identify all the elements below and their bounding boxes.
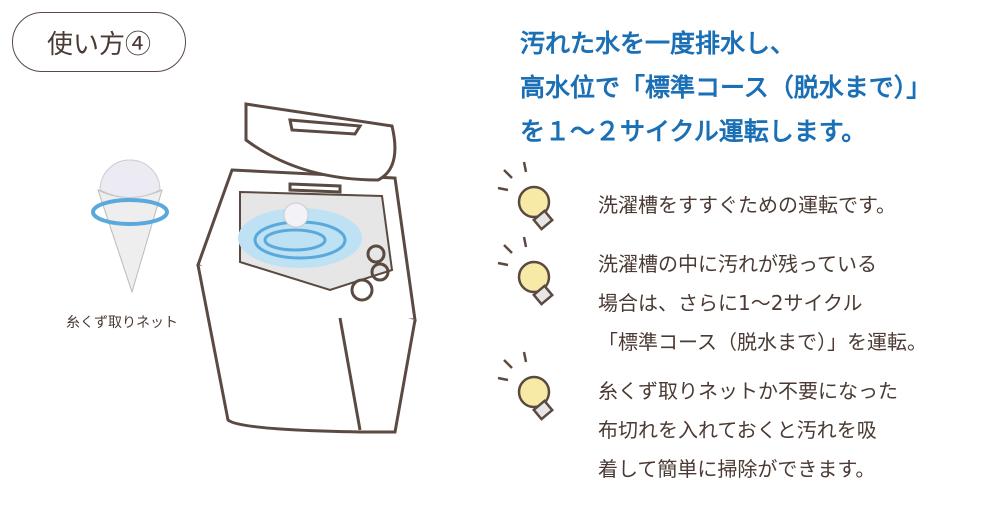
lightbulb-icon (497, 236, 554, 306)
lint-net-label: 糸くず取りネット (66, 315, 178, 331)
tip-1: 洗濯槽をすすぐための運転です。 (598, 186, 896, 225)
tip-line: 「標準コース（脱水まで）」を運転。 (598, 330, 927, 354)
tip-line: 洗濯槽をすすぐための運転です。 (598, 193, 896, 217)
lightbulb-icon (497, 161, 554, 231)
step-badge: 使い方④ (12, 12, 186, 72)
headline: 汚れた水を一度排水し、 高水位で「標準コース（脱水まで）」 を１～２サイクル運転… (520, 22, 931, 154)
tip-line: 場合は、さらに1～2サイクル (598, 291, 863, 315)
headline-line: 汚れた水を一度排水し、 (520, 29, 796, 58)
tip-line: 糸くず取りネットか不要になった (598, 379, 898, 403)
tip-3: 糸くず取りネットか不要になった 布切れを入れておくと汚れを吸 着して簡単に掃除が… (598, 372, 898, 489)
tip-2: 洗濯槽の中に汚れが残っている 場合は、さらに1～2サイクル 「標準コース（脱水ま… (598, 245, 927, 362)
tip-line: 着して簡単に掃除ができます。 (598, 457, 876, 481)
lightbulb-icon (497, 351, 554, 421)
washing-machine-icon (196, 102, 417, 434)
tip-line: 洗濯槽の中に汚れが残っている (598, 252, 877, 276)
lint-net-icon (91, 159, 169, 294)
headline-line: を１～２サイクル運転します。 (520, 117, 867, 146)
headline-line: 高水位で「標準コース（脱水まで）」 (520, 73, 932, 102)
tip-line: 布切れを入れておくと汚れを吸 (598, 418, 877, 442)
